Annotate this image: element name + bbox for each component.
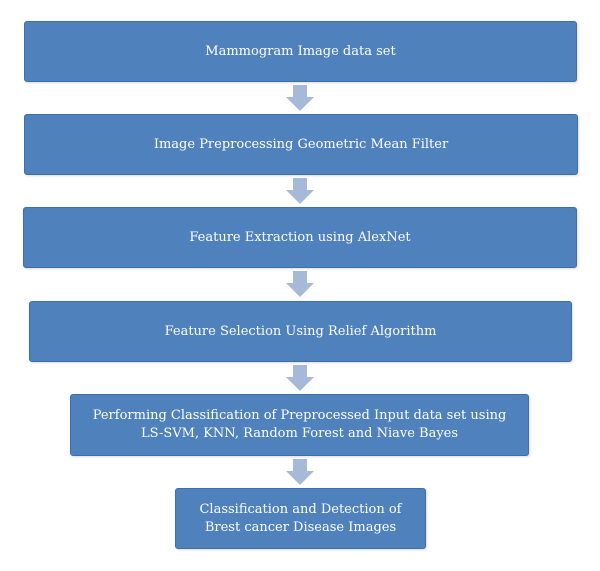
step-label: Classification and Detection of Brest ca… [199,501,402,535]
step-label: Image Preprocessing Geometric Mean Filte… [153,136,449,152]
step-classification: Performing Classification of Preprocesse… [70,394,529,456]
down-arrow-icon [286,271,314,297]
step-label: Performing Classification of Preprocesse… [92,408,507,441]
down-arrow-icon [286,85,314,111]
step-label: Feature Selection Using Relief Algorithm [164,323,437,339]
step-label: Mammogram Image data set [205,43,396,59]
step-image-preprocessing: Image Preprocessing Geometric Mean Filte… [24,114,578,175]
down-arrow-icon [286,178,314,204]
step-feature-extraction: Feature Extraction using AlexNet [23,207,577,268]
step-mammogram-dataset: Mammogram Image data set [24,21,577,82]
down-arrow-icon [286,459,314,485]
step-label: Feature Extraction using AlexNet [189,229,411,245]
step-detection-result: Classification and Detection of Brest ca… [175,488,426,549]
down-arrow-icon [286,365,314,391]
step-feature-selection: Feature Selection Using Relief Algorithm [29,301,572,362]
